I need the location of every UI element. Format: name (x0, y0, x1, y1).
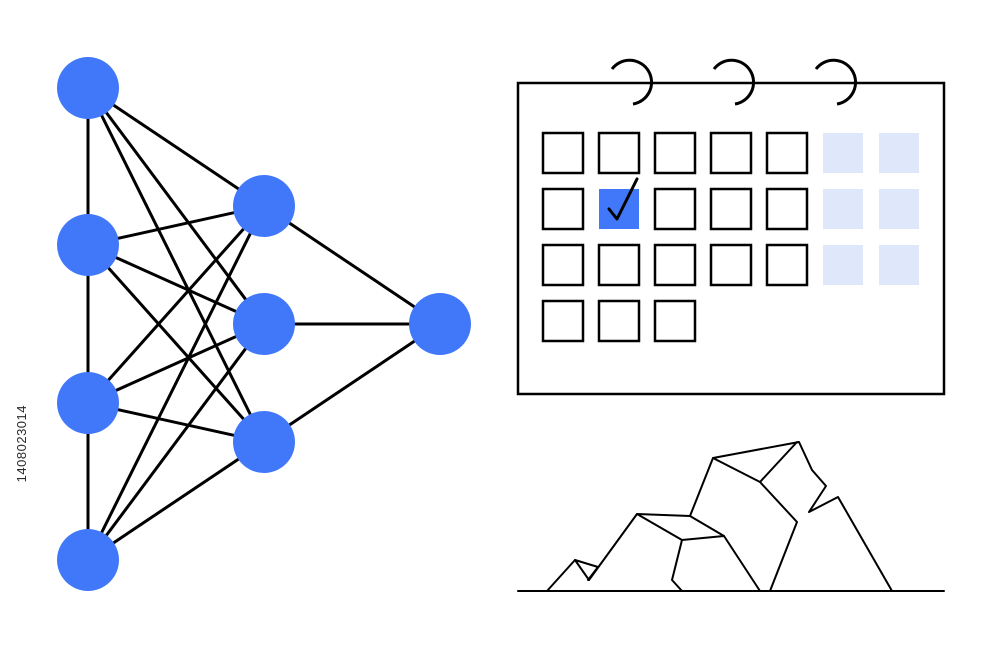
network-node (57, 57, 119, 119)
network-edge (87, 243, 265, 326)
network-edge (86, 87, 266, 443)
network-node (233, 411, 295, 473)
large-rock-facet (712, 441, 798, 592)
calendar-days-grid (541, 131, 919, 343)
network-edge (87, 440, 265, 562)
network-edge (263, 322, 441, 444)
calendar-day (765, 131, 809, 175)
calendar-day-shaded (879, 189, 919, 229)
calendar-day (765, 243, 809, 287)
network-edge (86, 205, 266, 561)
network-edge (86, 87, 266, 325)
network-node (57, 529, 119, 591)
network-edge (86, 323, 266, 561)
calendar-day (653, 131, 697, 175)
calendar-ring (814, 58, 858, 106)
network-connections (86, 86, 441, 562)
middle-rock (588, 513, 761, 592)
calendar-day-shaded (879, 133, 919, 173)
calendar-rings (610, 58, 858, 106)
network-nodes (57, 57, 471, 591)
network-edge (87, 86, 265, 208)
calendar-day-shaded (823, 245, 863, 285)
calendar-day (541, 299, 585, 343)
stock-id-watermark: 1408023014 (14, 405, 29, 483)
calendar-icon (516, 58, 946, 396)
calendar-day (765, 187, 809, 231)
network-node (233, 293, 295, 355)
calendar-frame (516, 81, 946, 396)
calendar-day (541, 243, 585, 287)
network-edge (86, 205, 266, 404)
calendar-day-shaded (879, 245, 919, 285)
middle-rock-facet-edge (681, 535, 725, 541)
calendar-day (709, 243, 753, 287)
calendar-day (597, 243, 641, 287)
calendar-day (653, 243, 697, 287)
calendar-day (709, 131, 753, 175)
small-rock (546, 559, 599, 592)
calendar-day (597, 299, 641, 343)
network-node (233, 175, 295, 237)
middle-rock-facet (636, 513, 683, 592)
network-node (57, 372, 119, 434)
network-edge (86, 244, 266, 443)
small-rock-edge (574, 559, 590, 581)
calendar-day (541, 131, 585, 175)
network-edge (87, 322, 265, 405)
large-rock (689, 441, 893, 592)
calendar-ring (712, 58, 756, 106)
calendar-day-shaded (823, 133, 863, 173)
neural-network-diagram (57, 57, 471, 591)
calendar-day (597, 131, 641, 175)
rocks-icon (517, 441, 945, 592)
calendar-day-shaded (823, 189, 863, 229)
calendar-day (541, 187, 585, 231)
calendar-day (653, 187, 697, 231)
calendar-day (709, 187, 753, 231)
calendar-day-checked (599, 189, 639, 229)
calendar-ring (610, 58, 654, 106)
network-node (57, 214, 119, 276)
check-icon (607, 177, 639, 221)
network-node (409, 293, 471, 355)
calendar-day (653, 299, 697, 343)
network-edge (263, 204, 441, 326)
